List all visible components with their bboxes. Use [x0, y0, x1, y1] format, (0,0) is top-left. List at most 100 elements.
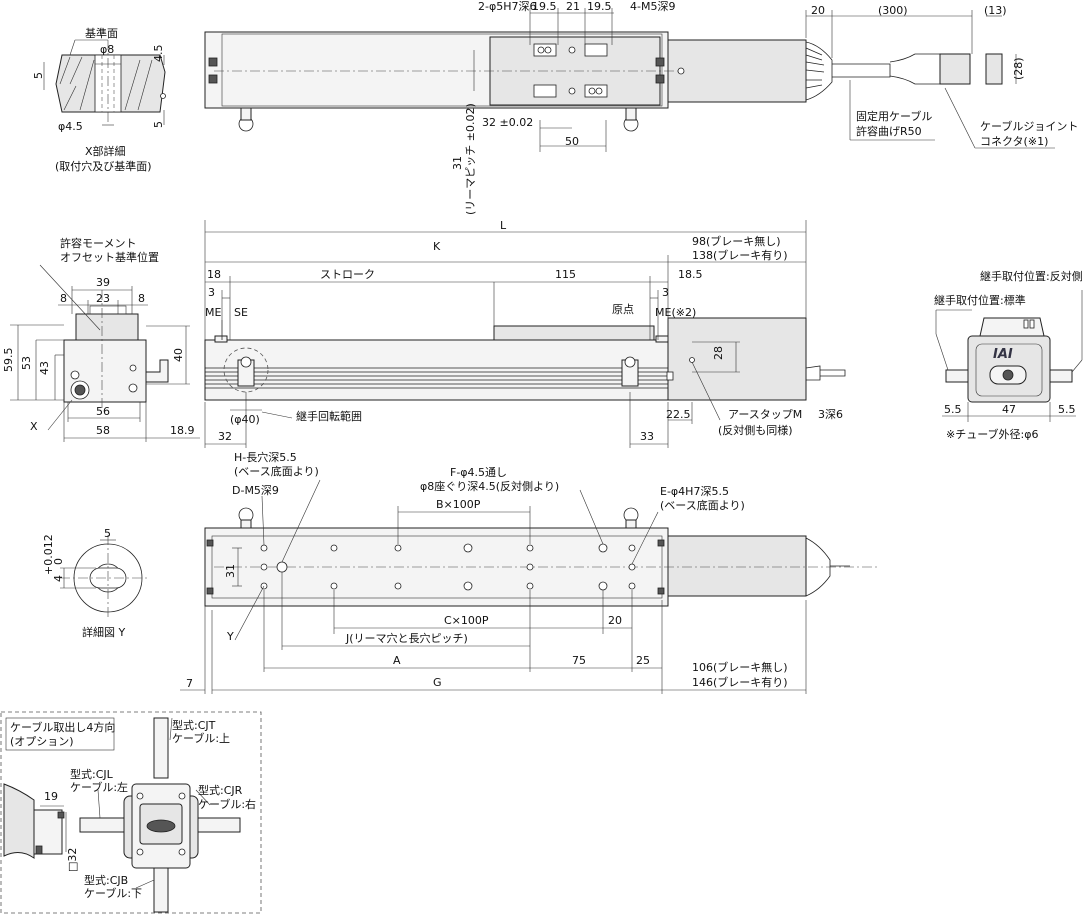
- dim-Cx100P: C×100P: [444, 614, 489, 627]
- dim-98-no-brake: 98(ブレーキ無し): [692, 234, 781, 248]
- top-view: 2-φ5H7深6 19.5 21 19.5 4-M5深9 20 (300) (1…: [204, 0, 1078, 215]
- dim-31: 31: [451, 156, 464, 170]
- origin-label: 原点: [612, 303, 634, 316]
- cjt-cable: ケーブル:上: [172, 731, 230, 745]
- side-motor: [667, 317, 807, 401]
- dim-5-5-right: 5.5: [1058, 403, 1076, 416]
- cjr-model: 型式:CJR: [198, 783, 243, 797]
- f-hole-counterbore: φ8座ぐり深4.5(反対側より): [420, 479, 559, 493]
- dim-58: 58: [96, 424, 110, 437]
- cable-joint-label: ケーブルジョイント: [980, 119, 1078, 133]
- dim-G: G: [433, 676, 442, 689]
- bottom-motor: [667, 535, 807, 597]
- dim-22-5: 22.5: [666, 408, 691, 421]
- tol-upper: +0.012: [42, 534, 55, 575]
- me-right-label: ME(※2): [655, 306, 696, 319]
- dim-28-side: 28: [712, 346, 725, 360]
- dim-32-side: 32: [218, 430, 232, 443]
- dim-4: 4: [52, 575, 65, 582]
- side-body: [204, 339, 669, 401]
- label-y: Y: [226, 630, 234, 643]
- dim-19-5-left: 19.5: [532, 0, 557, 13]
- cjt-model: 型式:CJT: [172, 718, 216, 732]
- stroke-label: ストローク: [320, 268, 375, 281]
- dim-56: 56: [96, 405, 110, 418]
- dim-18: 18: [207, 268, 221, 281]
- dim-tap-holes: 4-M5深9: [630, 0, 675, 13]
- dim-phi-8: φ8: [100, 43, 114, 56]
- moment-label: 許容モーメント: [60, 236, 137, 250]
- dim-300: (300): [878, 4, 908, 17]
- cable-fixed-label: 固定用ケーブル: [856, 109, 932, 123]
- dim-39: 39: [96, 276, 110, 289]
- dim-21: 21: [566, 0, 580, 13]
- dim-146-brake: 146(ブレーキ有り): [692, 675, 788, 689]
- iai-logo: IAI: [993, 347, 1013, 362]
- label-x: X: [30, 420, 38, 433]
- dim-8-left: 8: [60, 292, 67, 305]
- detail-x-subcaption: (取付穴及び基準面): [55, 159, 152, 173]
- cjb-cable: ケーブル:下: [84, 886, 142, 900]
- cable-bend-label: 許容曲げR50: [856, 124, 922, 138]
- dim-3-right: 3: [662, 286, 669, 299]
- dim-19-5-right: 19.5: [587, 0, 612, 13]
- h-slot-label: H-長穴深5.5: [234, 450, 297, 464]
- dim-5-left: 5: [32, 72, 45, 79]
- dim-18-9: 18.9: [170, 424, 195, 437]
- dim-50: 50: [565, 135, 579, 148]
- tol-lower: 0: [52, 558, 65, 565]
- cjr-cable: ケーブル:右: [198, 797, 256, 811]
- dim-32-option: □32: [66, 848, 79, 872]
- dim-3-left: 3: [208, 286, 215, 299]
- cjl-cable: ケーブル:左: [70, 780, 128, 794]
- e-hole-note: (ベース底面より): [660, 498, 745, 512]
- end-slider: [75, 313, 139, 341]
- e-hole-label: E-φ4H7深5.5: [660, 485, 729, 498]
- earth-tap-note: (反対側も同様): [718, 423, 793, 437]
- me-left-label: ME: [205, 306, 221, 319]
- se-label: SE: [234, 306, 248, 319]
- dim-53: 53: [20, 356, 33, 370]
- dim-phi-40: (φ40): [230, 413, 260, 426]
- dim-phi-4-5: φ4.5: [58, 120, 83, 133]
- dim-32-tolerance: 32 ±0.02: [482, 116, 533, 129]
- dim-pin-holes: 2-φ5H7深6: [478, 0, 537, 13]
- dim-31-bottom: 31: [224, 564, 237, 578]
- dim-4-5: 4.5: [152, 45, 165, 63]
- earth-tap-label: アースタップM: [728, 408, 802, 421]
- joint-rotation-range: 継手回転範囲: [296, 409, 362, 423]
- dim-47: 47: [1002, 403, 1016, 416]
- dim-31-note: (リーマピッチ ±0.02): [464, 103, 477, 215]
- dim-5-right: 5: [152, 121, 165, 128]
- dim-19-option: 19: [44, 790, 58, 803]
- dim-20-bottom: 20: [608, 614, 622, 627]
- dim-5-detail-y: 5: [104, 527, 111, 540]
- joint-position-standard: 継手取付位置:標準: [934, 293, 1026, 307]
- dim-106-no-brake: 106(ブレーキ無し): [692, 660, 788, 674]
- dim-23: 23: [96, 292, 110, 305]
- top-motor: [667, 39, 807, 103]
- detail-y: +0.012 0 4 5 詳細図 Y: [42, 527, 150, 639]
- bottom-view: H-長穴深5.5 (ベース底面より) F-φ4.5通し φ8座ぐり深4.5(反対…: [180, 450, 880, 694]
- h-slot-note: (ベース底面より): [234, 464, 319, 478]
- side-slider: [493, 325, 655, 341]
- dim-40: 40: [172, 348, 185, 362]
- cjb-model: 型式:CJB: [84, 873, 128, 887]
- dim-8-right: 8: [138, 292, 145, 305]
- dim-K: K: [433, 240, 441, 253]
- dim-5-5-left: 5.5: [944, 403, 962, 416]
- end-view-right: 継手取付位置:反対側 継手取付位置:標準 IAI 5.5 47 5.5 ※チュー…: [934, 269, 1083, 441]
- dim-13: (13): [984, 4, 1007, 17]
- dim-20: 20: [811, 4, 825, 17]
- tube-outer-diameter-note: ※チューブ外径:φ6: [946, 427, 1039, 441]
- dim-A: A: [393, 654, 401, 667]
- dim-L: L: [500, 219, 507, 232]
- cable-option-box: ケーブル取出し4方向 (オプション) 型式:CJT ケーブル:上 型式:CJL …: [0, 711, 262, 914]
- option-title: ケーブル取出し4方向: [10, 720, 115, 734]
- d-tap-label: D-M5深9: [232, 484, 279, 497]
- dim-Bx100P: B×100P: [436, 498, 481, 511]
- dim-43: 43: [38, 361, 51, 375]
- f-hole-label: F-φ4.5通し: [450, 466, 507, 479]
- dim-25: 25: [636, 654, 650, 667]
